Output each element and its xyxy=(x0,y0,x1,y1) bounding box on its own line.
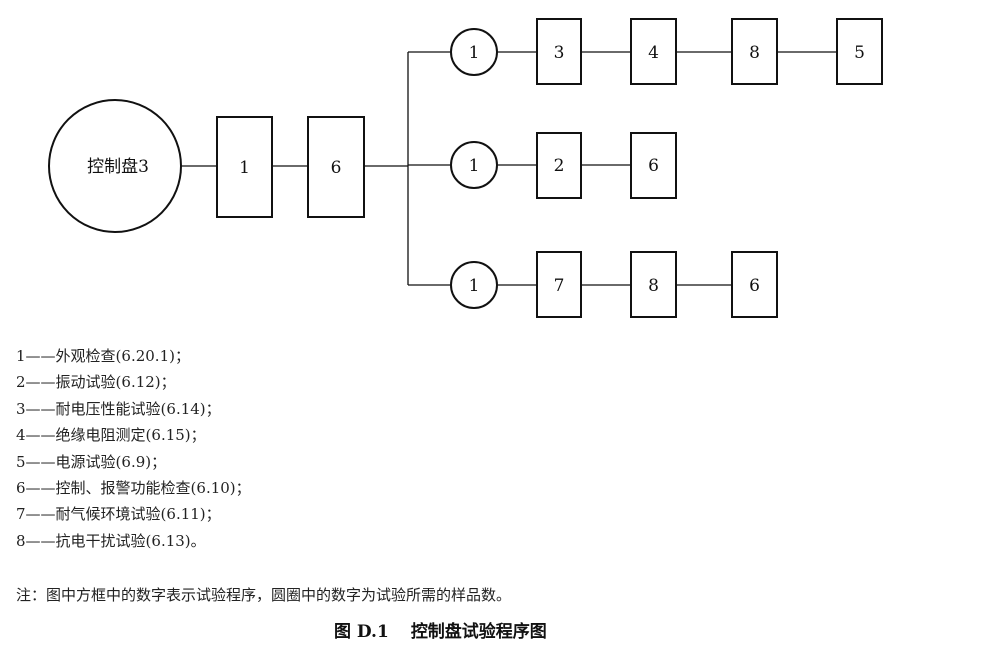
test-procedure-diagram: 控制盘3 1 6 1 3 4 8 5 1 2 6 1 7 8 xyxy=(48,18,883,318)
legend-separator: —— xyxy=(25,347,56,365)
start-node-label: 控制盘3 xyxy=(87,157,149,177)
legend-separator: —— xyxy=(25,373,56,392)
step-box xyxy=(536,18,582,85)
sample-count-label: 1 xyxy=(469,156,480,176)
trunk-box: 6 xyxy=(307,116,365,218)
legend-key: 5 xyxy=(16,452,26,471)
sample-count-label: 1 xyxy=(469,43,480,63)
legend-item: 1——外观检查(6.20.1)； xyxy=(16,343,251,369)
sample-count-circle xyxy=(450,141,498,189)
legend-item: 3——耐电压性能试验(6.14)； xyxy=(16,396,251,422)
legend-text: 耐气候环境试验(6.11)； xyxy=(55,505,221,524)
step-box xyxy=(630,18,677,85)
step-label: 8 xyxy=(749,43,760,63)
legend-separator: —— xyxy=(25,531,56,550)
step-box xyxy=(630,132,677,199)
trunk-box: 1 xyxy=(216,116,273,218)
figure-caption: 图 D.1 控制盘试验程序图 xyxy=(334,617,547,642)
legend-item: 7——耐气候环境试验(6.11)； xyxy=(16,501,251,527)
step-label: 3 xyxy=(554,43,565,63)
legend-separator: —— xyxy=(25,399,56,418)
legend-text: 绝缘电阻测定(6.15)； xyxy=(55,426,206,445)
legend-text: 振动试验(6.12)； xyxy=(55,373,176,392)
legend: 1——外观检查(6.20.1)； 2——振动试验(6.12)； 3——耐电压性能… xyxy=(16,343,251,554)
legend-text: 控制、报警功能检查(6.10)； xyxy=(55,478,251,497)
branch-2: 1 2 6 xyxy=(450,132,677,199)
step-label: 2 xyxy=(554,156,565,176)
figure-title: 控制盘试验程序图 xyxy=(410,622,547,642)
step-box xyxy=(630,251,677,318)
branch-3: 1 7 8 6 xyxy=(450,251,778,318)
legend-key: 6 xyxy=(16,478,26,497)
step-label: 7 xyxy=(554,276,565,296)
legend-text: 外观检查(6.20.1)； xyxy=(55,347,190,365)
legend-separator: —— xyxy=(25,452,56,471)
step-label: 5 xyxy=(854,43,865,63)
legend-text: 抗电干扰试验(6.13)。 xyxy=(55,531,206,550)
step-box xyxy=(536,132,582,199)
step-box xyxy=(731,18,778,85)
legend-item: 6——控制、报警功能检查(6.10)； xyxy=(16,475,251,501)
legend-item: 5——电源试验(6.9)； xyxy=(16,449,251,475)
sample-count-label: 1 xyxy=(469,276,480,296)
start-node: 控制盘3 xyxy=(48,99,182,233)
trunk-box-label: 1 xyxy=(239,158,250,178)
step-label: 6 xyxy=(648,156,659,176)
legend-item: 4——绝缘电阻测定(6.15)； xyxy=(16,422,251,448)
legend-key: 4 xyxy=(16,426,26,445)
trunk-box-label: 6 xyxy=(331,158,342,178)
branch-1: 1 3 4 8 5 xyxy=(450,18,883,85)
step-label: 6 xyxy=(749,276,760,296)
figure-number: 图 D.1 xyxy=(334,622,389,642)
legend-item: 2——振动试验(6.12)； xyxy=(16,369,251,395)
step-label: 8 xyxy=(648,276,659,296)
legend-text: 耐电压性能试验(6.14)； xyxy=(55,399,221,418)
sample-count-circle xyxy=(450,28,498,76)
legend-key: 3 xyxy=(16,399,26,418)
sample-count-circle xyxy=(450,261,498,309)
legend-key: 2 xyxy=(16,373,26,392)
legend-separator: —— xyxy=(25,426,56,445)
step-box xyxy=(731,251,778,318)
start-node-circle xyxy=(48,99,182,233)
legend-item: 8——抗电干扰试验(6.13)。 xyxy=(16,528,251,554)
figure-note: 注：图中方框中的数字表示试验程序，圆圈中的数字为试验所需的样品数。 xyxy=(16,586,512,604)
legend-separator: —— xyxy=(25,478,56,497)
legend-separator: —— xyxy=(25,505,56,524)
step-label: 4 xyxy=(648,43,659,63)
legend-text: 电源试验(6.9)； xyxy=(55,452,167,471)
legend-key: 8 xyxy=(16,531,26,550)
step-box xyxy=(836,18,883,85)
step-box xyxy=(536,251,582,318)
legend-key: 7 xyxy=(16,505,26,524)
legend-key: 1 xyxy=(16,347,26,365)
